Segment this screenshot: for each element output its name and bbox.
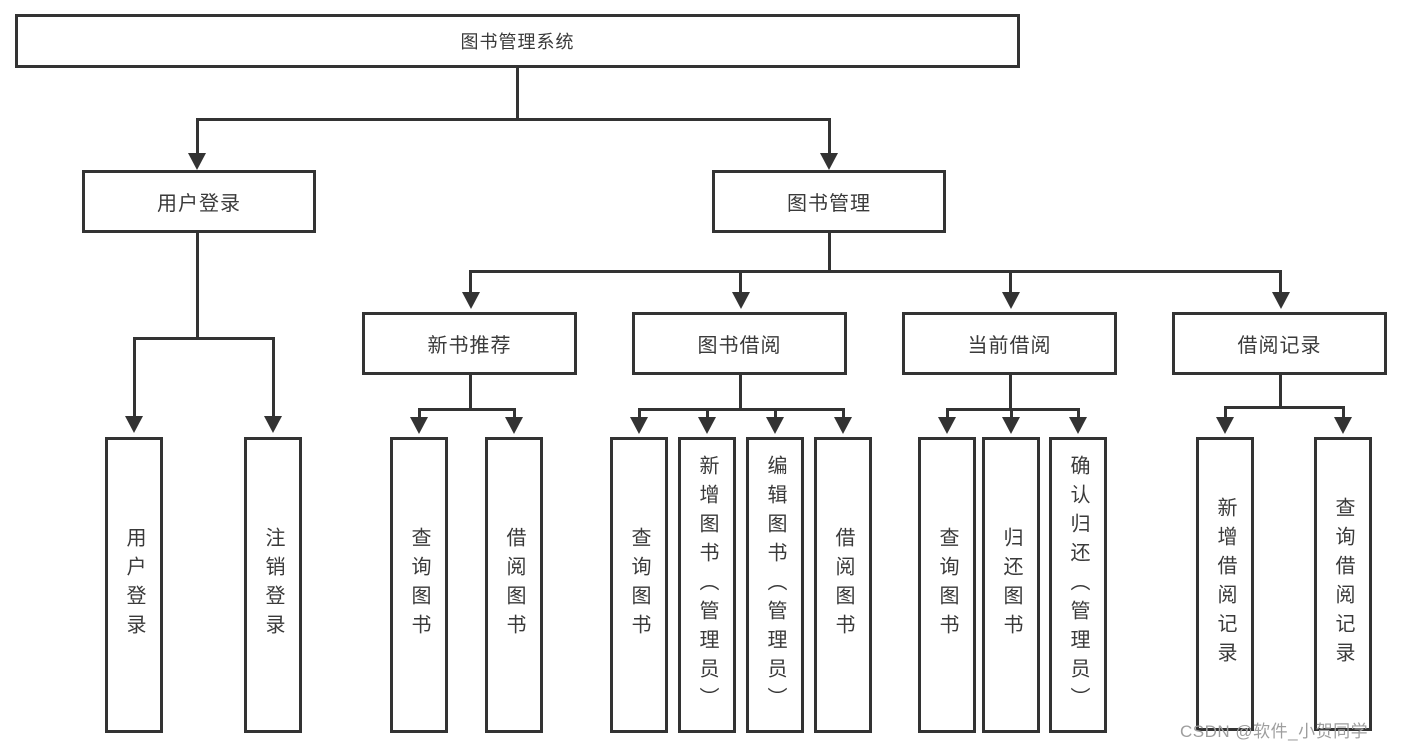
node-label: 图书管理 — [787, 193, 871, 215]
connector-line — [1076, 408, 1080, 419]
arrowhead-down-icon — [1069, 417, 1087, 434]
connector-line — [469, 375, 472, 411]
connector-line — [1279, 375, 1282, 409]
leaf-borrow-book: 借阅图书 — [814, 437, 872, 733]
connector-line — [637, 408, 845, 411]
leaf-logout: 注销登录 — [244, 437, 302, 733]
connector-line — [1009, 408, 1013, 419]
node-label: 借阅图书 — [503, 527, 525, 643]
node-root-system: 图书管理系统 — [15, 14, 1020, 68]
node-label: 查询借阅记录 — [1332, 497, 1354, 671]
connector-line — [195, 118, 199, 155]
node-book-management: 图书管理 — [712, 170, 946, 233]
connector-line — [1223, 406, 1345, 409]
arrowhead-down-icon — [461, 292, 480, 309]
node-label: 归还图书 — [1000, 527, 1022, 643]
node-label: 确认归还（管理员） — [1067, 454, 1089, 716]
leaf-edit-book-admin: 编辑图书（管理员） — [746, 437, 804, 733]
node-book-borrow: 图书借阅 — [632, 312, 847, 375]
node-label: 新增借阅记录 — [1214, 497, 1236, 671]
connector-line — [1223, 406, 1227, 419]
node-user-login: 用户登录 — [82, 170, 316, 233]
leaf-return-book: 归还图书 — [982, 437, 1040, 733]
node-label: 查询图书 — [628, 527, 650, 643]
connector-line — [1279, 270, 1282, 294]
watermark: CSDN @软件_小贺同学 — [1180, 722, 1369, 741]
connector-line — [195, 233, 199, 340]
arrowhead-down-icon — [505, 417, 523, 434]
connector-line — [195, 118, 831, 121]
connector-line — [841, 408, 845, 419]
connector-line — [705, 408, 709, 419]
arrowhead-down-icon — [1271, 292, 1290, 309]
connector-line — [1009, 270, 1012, 294]
node-current-borrow: 当前借阅 — [902, 312, 1117, 375]
connector-line — [516, 68, 519, 121]
arrowhead-down-icon — [1002, 417, 1020, 434]
node-label: 图书管理系统 — [460, 32, 575, 52]
connector-line — [417, 408, 421, 419]
connector-line — [469, 270, 472, 294]
arrowhead-down-icon — [1001, 292, 1020, 309]
connector-line — [637, 408, 641, 419]
connector-line — [945, 408, 949, 419]
node-label: 新书推荐 — [427, 335, 512, 357]
leaf-query-book: 查询图书 — [918, 437, 976, 733]
leaf-user-login: 用户登录 — [105, 437, 163, 733]
connector-line — [132, 337, 136, 418]
node-label: 图书借阅 — [697, 335, 782, 357]
arrowhead-down-icon — [264, 416, 282, 433]
leaf-borrow-book: 借阅图书 — [485, 437, 543, 733]
arrowhead-down-icon — [1334, 417, 1352, 434]
arrowhead-down-icon — [410, 417, 428, 434]
connector-line — [739, 375, 742, 411]
connector-line — [739, 270, 742, 294]
node-label: 借阅记录 — [1237, 335, 1322, 357]
node-label: 查询图书 — [936, 527, 958, 643]
connector-line — [1009, 375, 1012, 411]
leaf-confirm-return-admin: 确认归还（管理员） — [1049, 437, 1107, 733]
connector-line — [512, 408, 516, 419]
connector-line — [1341, 406, 1345, 419]
leaf-add-book-admin: 新增图书（管理员） — [678, 437, 736, 733]
node-new-book-recommend: 新书推荐 — [362, 312, 577, 375]
node-label: 编辑图书（管理员） — [764, 454, 786, 716]
leaf-add-borrow-record: 新增借阅记录 — [1196, 437, 1254, 731]
node-label: 借阅图书 — [832, 527, 854, 643]
connector-line — [827, 118, 831, 155]
connector-line — [417, 408, 516, 411]
connector-line — [773, 408, 777, 419]
node-label: 用户登录 — [123, 527, 145, 643]
leaf-query-borrow-record: 查询借阅记录 — [1314, 437, 1372, 731]
node-label: 查询图书 — [408, 527, 430, 643]
arrowhead-down-icon — [630, 417, 648, 434]
node-label: 注销登录 — [262, 527, 284, 643]
connector-line — [271, 337, 275, 418]
arrowhead-down-icon — [188, 153, 206, 170]
connector-line — [945, 408, 1080, 411]
arrowhead-down-icon — [766, 417, 784, 434]
node-label: 当前借阅 — [967, 335, 1052, 357]
node-label: 新增图书（管理员） — [696, 454, 718, 716]
connector-line — [132, 337, 275, 340]
leaf-query-book: 查询图书 — [610, 437, 668, 733]
arrowhead-down-icon — [698, 417, 716, 434]
node-label: 用户登录 — [157, 193, 241, 215]
connector-line — [469, 270, 1282, 273]
arrowhead-down-icon — [938, 417, 956, 434]
arrowhead-down-icon — [1216, 417, 1234, 434]
connector-line — [827, 233, 831, 273]
node-borrow-record: 借阅记录 — [1172, 312, 1387, 375]
arrowhead-down-icon — [125, 416, 143, 433]
arrowhead-down-icon — [820, 153, 838, 170]
arrowhead-down-icon — [731, 292, 750, 309]
arrowhead-down-icon — [834, 417, 852, 434]
leaf-query-book: 查询图书 — [390, 437, 448, 733]
